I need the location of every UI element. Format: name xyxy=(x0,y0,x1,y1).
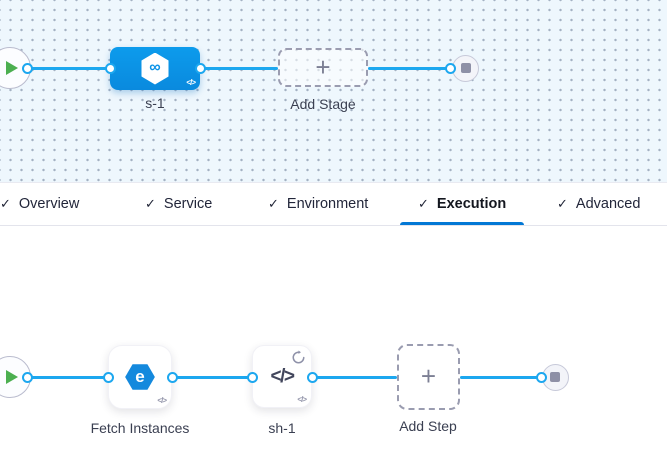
connector-port[interactable] xyxy=(104,62,116,74)
edge-line xyxy=(200,66,278,70)
edge-line xyxy=(368,66,450,70)
connector-port[interactable] xyxy=(21,371,33,383)
tab-label: Service xyxy=(163,196,213,212)
step-node-fetch-instances[interactable]: e </> xyxy=(108,345,172,409)
step-node-sh-1[interactable]: </> </> xyxy=(252,345,312,408)
play-icon xyxy=(6,61,18,75)
connector-port[interactable] xyxy=(444,62,456,74)
pipeline-end-node xyxy=(452,54,479,82)
tab-label: Overview xyxy=(18,196,80,212)
infinity-icon: ∞ xyxy=(149,59,161,76)
add-stage-label: Add Stage xyxy=(290,96,356,112)
edge-line xyxy=(312,375,397,379)
check-icon: ✓ xyxy=(0,196,11,211)
deploy-stage-icon: ∞ xyxy=(141,52,169,85)
step-label: sh-1 xyxy=(268,420,296,436)
stage-graph-canvas[interactable]: ∞ </> s-1 + Add Stage xyxy=(0,0,667,182)
stop-icon xyxy=(550,372,560,382)
connector-port[interactable] xyxy=(306,371,318,383)
tab-environment[interactable]: ✓ Environment xyxy=(250,183,386,225)
tab-label: Advanced xyxy=(575,196,641,212)
fetch-instances-glyph: e xyxy=(135,366,145,386)
connector-port[interactable] xyxy=(535,371,547,383)
edge-line xyxy=(172,375,252,379)
check-icon: ✓ xyxy=(418,196,429,211)
check-icon: ✓ xyxy=(145,196,156,211)
execution-graph-canvas[interactable]: e </> Fetch Instances </> </> sh-1 + Add… xyxy=(0,226,667,475)
connector-port[interactable] xyxy=(102,371,114,383)
add-step-label: Add Step xyxy=(399,418,457,434)
tab-service[interactable]: ✓ Service xyxy=(127,183,230,225)
edge-line xyxy=(27,375,108,379)
tab-overview[interactable]: ✓ Overview xyxy=(0,183,97,225)
stage-config-tabbar: ✓ Overview ✓ Service ✓ Environment ✓ Exe… xyxy=(0,182,667,226)
tab-label: Environment xyxy=(286,196,369,212)
loop-icon xyxy=(291,350,306,365)
stop-icon xyxy=(460,63,471,73)
play-icon xyxy=(6,370,18,384)
code-badge-icon: </> xyxy=(186,78,196,87)
edge-line xyxy=(460,375,541,379)
code-badge-icon: </> xyxy=(297,395,307,404)
tab-execution[interactable]: ✓ Execution xyxy=(400,183,525,225)
connector-port[interactable] xyxy=(21,62,33,74)
check-icon: ✓ xyxy=(557,196,568,211)
plus-icon: + xyxy=(315,51,331,82)
fetch-instances-icon: e xyxy=(125,364,155,390)
add-step-button[interactable]: + xyxy=(397,344,460,410)
add-stage-button[interactable]: + xyxy=(278,48,368,87)
connector-port[interactable] xyxy=(166,371,178,383)
check-icon: ✓ xyxy=(268,196,279,211)
step-label: Fetch Instances xyxy=(90,420,190,436)
plus-icon: + xyxy=(420,361,437,391)
shell-script-icon: </> xyxy=(270,366,295,387)
tab-advanced[interactable]: ✓ Advanced xyxy=(539,183,658,225)
connector-port[interactable] xyxy=(194,62,206,74)
code-badge-icon: </> xyxy=(157,396,167,405)
tab-label: Execution xyxy=(436,196,507,212)
edge-line xyxy=(27,66,110,70)
connector-port[interactable] xyxy=(246,371,258,383)
stage-node-s1[interactable]: ∞ </> xyxy=(110,47,200,90)
stage-label: s-1 xyxy=(145,95,165,111)
